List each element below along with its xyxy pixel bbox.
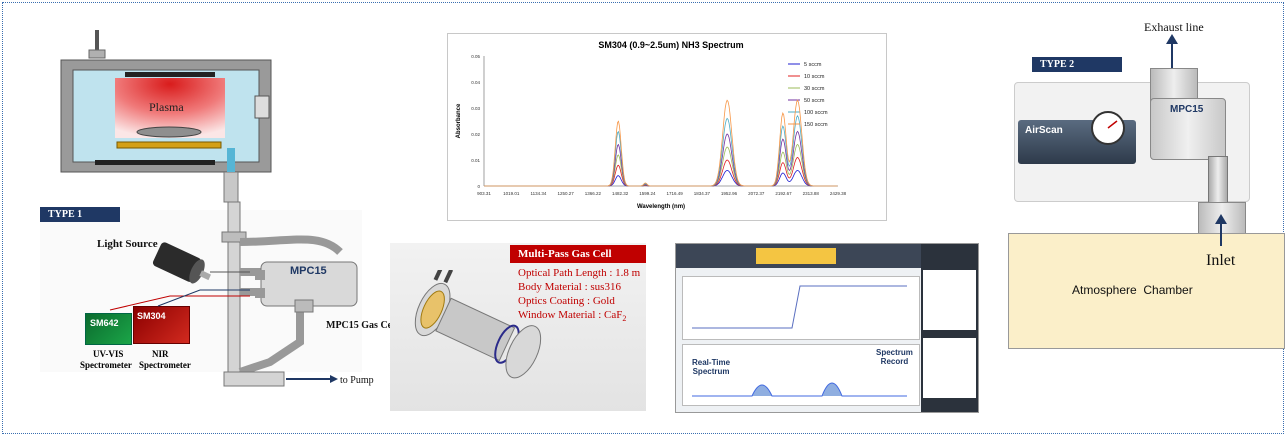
- x-tick-label: 1019.01: [503, 191, 520, 196]
- process-chamber-diagram: [60, 30, 272, 173]
- uvvis-label-1: UV-VIS: [93, 349, 124, 359]
- window-material-text: Window Material : CaF: [518, 309, 623, 321]
- x-tick-label: 2429.38: [830, 191, 847, 196]
- x-tick-label: 1482.32: [612, 191, 629, 196]
- legend-label: 50 sccm: [804, 98, 825, 104]
- sw-right-list: [923, 270, 976, 330]
- type1-tag: TYPE 1: [40, 207, 120, 222]
- airscan-label: AirScan: [1025, 125, 1063, 136]
- spec-path-length: Optical Path Length : 1.8 m: [518, 267, 641, 279]
- exhaust-arrow: [1166, 34, 1178, 70]
- window-material-sub: 2: [622, 314, 627, 324]
- x-tick-label: 1599.24: [639, 191, 656, 196]
- x-tick-label: 1952.96: [721, 191, 738, 196]
- x-tick-label: 1134.34: [530, 191, 546, 196]
- inlet-arrow: [1215, 214, 1227, 246]
- light-source-label: Light Source: [97, 238, 158, 250]
- sw-real-time-label: Real-Time Spectrum: [692, 358, 730, 376]
- exhaust-line-label: Exhaust line: [1144, 20, 1204, 34]
- y-tick-label: 0.01: [471, 158, 480, 163]
- x-tick-label: 2072.37: [748, 191, 765, 196]
- fiber-cables: [109, 271, 250, 311]
- sw-spectrum-line1: Spectrum: [876, 348, 913, 357]
- x-tick-label: 1834.37: [694, 191, 711, 196]
- sw-top-plot: [682, 276, 920, 340]
- x-tick-label: 1250.27: [558, 191, 575, 196]
- inlet-valve: [1208, 156, 1228, 204]
- sw-right-list-2: [923, 338, 976, 398]
- x-axis-label: Wavelength (nm): [637, 204, 685, 210]
- legend-label: 150 sccm: [804, 122, 828, 128]
- legend-label: 100 sccm: [804, 110, 828, 116]
- sm304-label: SM304: [137, 311, 166, 321]
- y-tick-label: 0.03: [471, 106, 480, 111]
- to-pump-label: to Pump: [340, 375, 374, 386]
- x-tick-label: 1366.22: [585, 191, 602, 196]
- spec-window-material: Window Material : CaF2: [518, 308, 644, 326]
- atmosphere-chamber: [1008, 233, 1285, 349]
- chart-title: SM304 (0.9~2.5um) NH3 Spectrum: [598, 40, 743, 50]
- legend-label: 30 sccm: [804, 86, 825, 92]
- inlet-label: Inlet: [1206, 252, 1236, 269]
- nir-label-1: NIR: [152, 349, 169, 359]
- sw-spectrum-record-label: Spectrum Record: [876, 348, 913, 366]
- type2-tag: TYPE 2: [1032, 57, 1122, 72]
- nir-label-2: Spectrometer: [139, 360, 191, 370]
- x-tick-label: 1716.49: [666, 191, 683, 196]
- mpc15-label: MPC15: [290, 265, 327, 277]
- software-screenshot: Real-Time Spectrum Spectrum Record: [675, 243, 979, 413]
- sw-spectrum-line2: Record: [880, 357, 909, 366]
- nh3-spectrum-chart: SM304 (0.9~2.5um) NH3 Spectrum 0 0.01 0.02 0…: [447, 33, 887, 221]
- y-tick-label: 0.04: [471, 80, 480, 85]
- x-tick-label: 2192.67: [775, 191, 792, 196]
- legend-label: 5 sccm: [804, 62, 822, 68]
- light-source-icon: [152, 242, 211, 284]
- y-tick-label: 0.02: [471, 132, 480, 137]
- y-tick-label: 0.05: [471, 54, 480, 59]
- gas-cell-title: Multi-Pass Gas Cell: [510, 245, 646, 263]
- mpc15-gas-cell-icon: [255, 261, 358, 313]
- series-line-10-sccm: [484, 156, 838, 187]
- gas-line-piping: [221, 172, 343, 387]
- sw-toolbar-buttons: [756, 248, 836, 264]
- plasma-label: Plasma: [149, 100, 184, 114]
- mpc15-type2-label: MPC15: [1170, 104, 1204, 115]
- chamber-label: Atmosphere Chamber: [1072, 283, 1193, 297]
- series-line-50-sccm: [484, 130, 838, 187]
- sw-bottom-plot-peaks: [692, 382, 907, 397]
- chart-canvas: SM304 (0.9~2.5um) NH3 Spectrum 0 0.01 0.02 0…: [456, 40, 847, 210]
- legend-label: 10 sccm: [804, 74, 825, 80]
- sw-real-time-line1: Real-Time: [692, 358, 731, 367]
- series-line-100-sccm: [484, 114, 838, 187]
- x-tick-label: 903.31: [477, 191, 491, 196]
- mpc15-cell-type2: [1150, 98, 1226, 160]
- sw-real-time-line2: Spectrum: [692, 367, 730, 376]
- spec-body-material: Body Material : sus316: [518, 281, 621, 293]
- sm642-label: SM642: [90, 318, 119, 328]
- series-line-150-sccm: [484, 99, 838, 187]
- y-axis-label: Absorbance: [456, 103, 462, 138]
- pressure-gauge-icon: [1091, 111, 1125, 145]
- series-line-5-sccm: [484, 169, 838, 187]
- gas-cell-label: MPC15 Gas Cell: [326, 320, 398, 331]
- spec-optics-coating: Optics Coating : Gold: [518, 295, 615, 307]
- multipass-gas-cell-icon: [414, 270, 542, 379]
- sm642-spectrometer: [85, 313, 132, 345]
- sw-top-plot-line: [692, 285, 907, 329]
- y-tick-label: 0: [477, 184, 480, 189]
- gas-cell-specs: Optical Path Length : 1.8 m Body Materia…: [518, 266, 644, 326]
- sm304-spectrometer: [133, 306, 190, 344]
- x-tick-label: 2313.88: [803, 191, 820, 196]
- uvvis-label-2: Spectrometer: [80, 360, 132, 370]
